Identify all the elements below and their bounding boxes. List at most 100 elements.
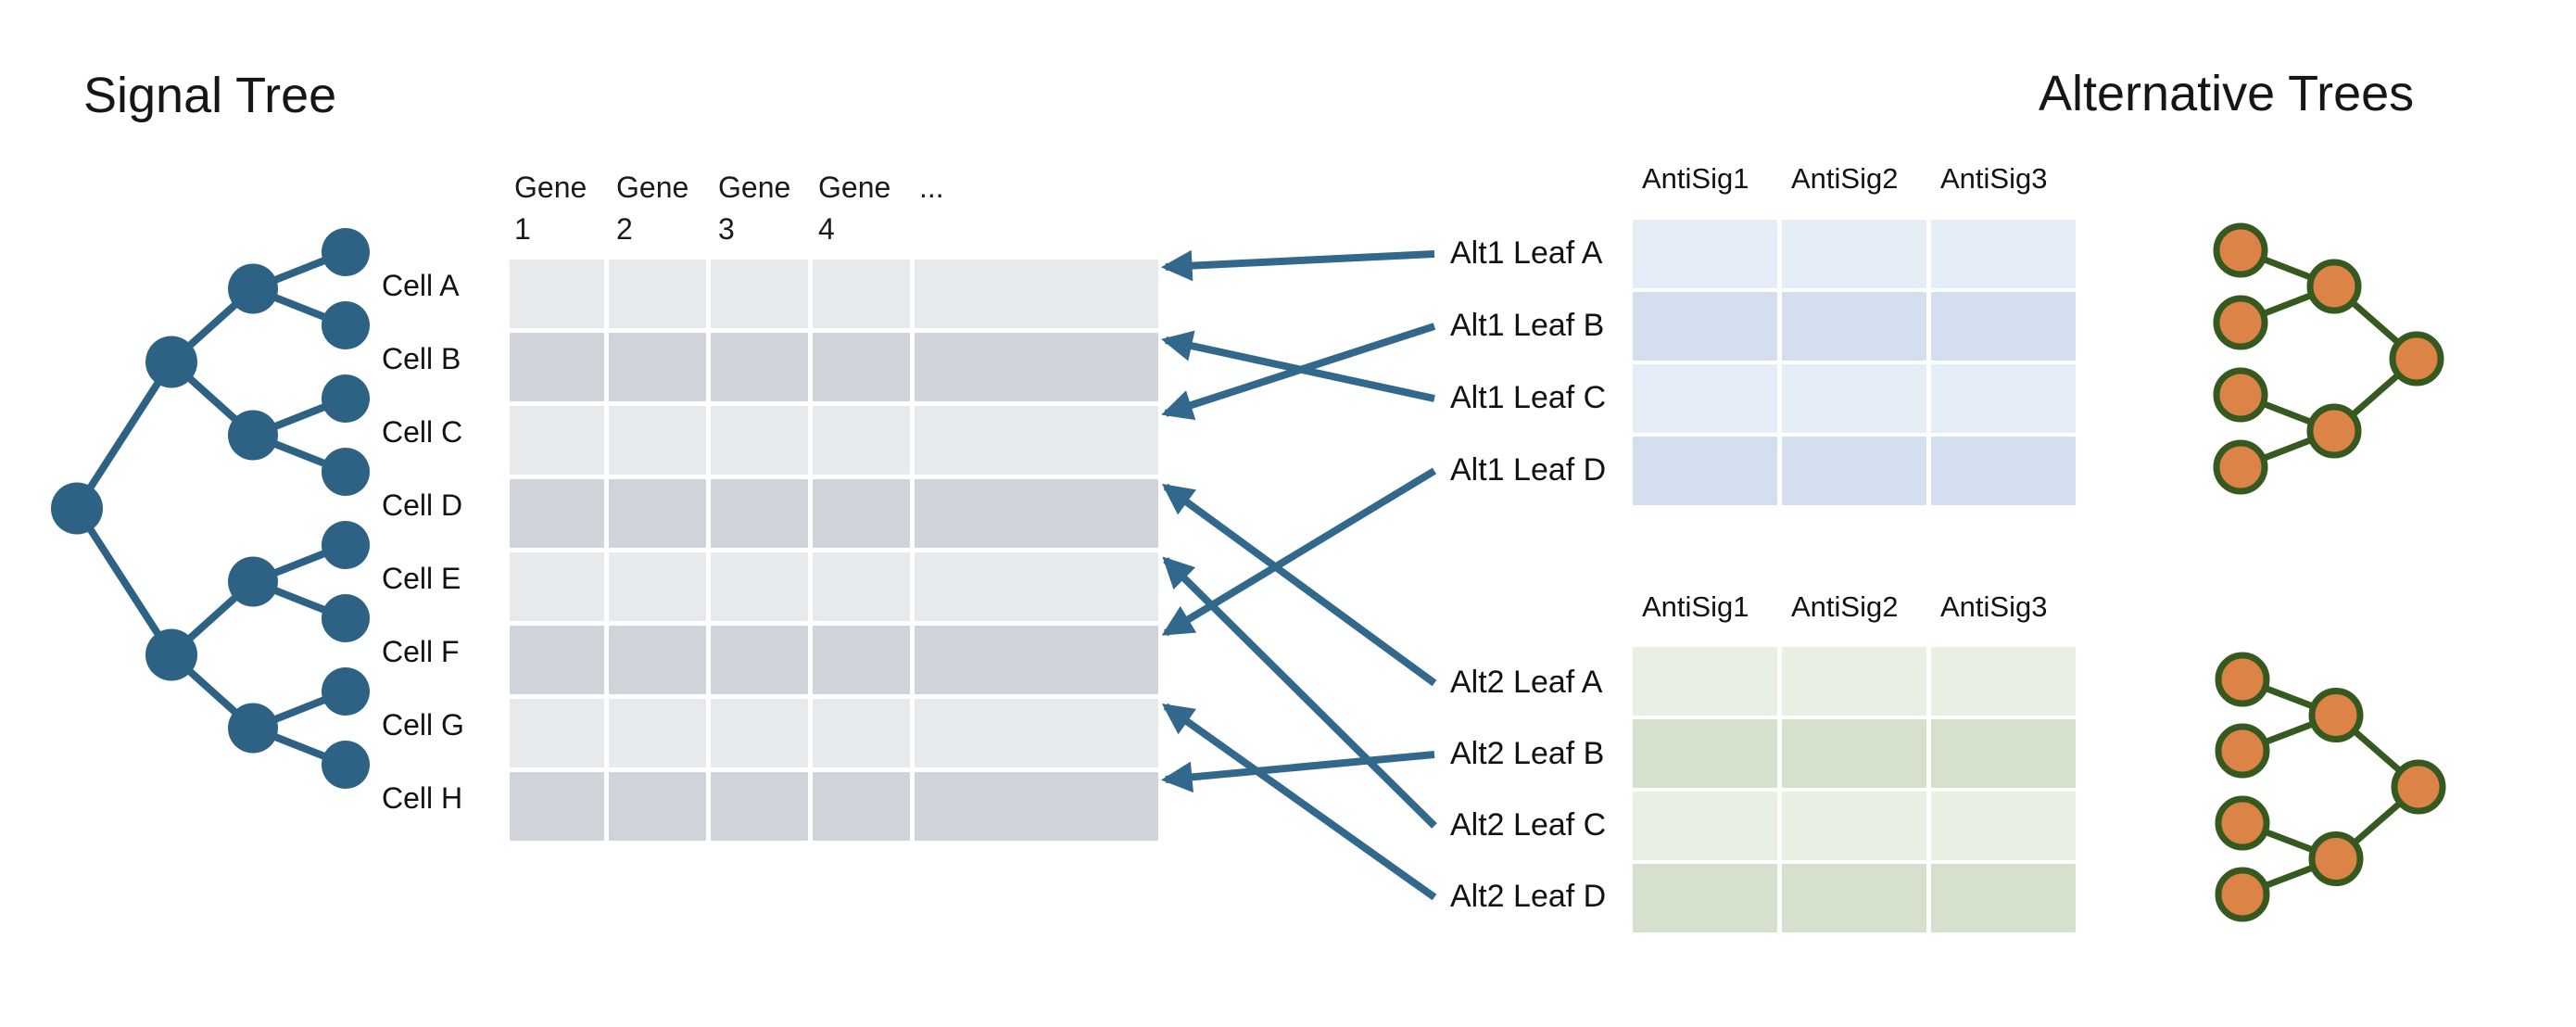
mapping-arrow-alt2-leaf-d [1161,703,1437,901]
gene-column-header: ... [919,171,944,204]
matrix-cell [609,699,706,767]
alt1-leaf-label: Alt1 Leaf C [1450,380,1607,415]
matrix-cell [813,333,910,401]
alt1-leaf-label: Alt1 Leaf B [1450,308,1605,343]
matrix-cell [915,260,1158,328]
cell-label: Cell H [382,781,463,815]
alt-tree-node [2215,723,2270,779]
alt-tree-node [2213,439,2268,495]
matrix-cell [915,333,1158,401]
antisig-column-header: AntiSig3 [1940,162,2048,195]
alt2-antisig-table [1633,647,2076,932]
matrix-cell [711,406,808,475]
alt-tree-node [2215,867,2270,922]
alt-tree-node [2213,367,2268,423]
alt2-leaf-label: Alt2 Leaf D [1450,879,1607,914]
cell-label: Cell C [382,415,463,449]
matrix-cell [915,626,1158,694]
alt1-tree-diagram [2213,222,2444,495]
alt-tree-node [2215,795,2270,851]
alt-tree-node [2389,331,2444,387]
cell-label: Cell G [382,708,464,742]
antisig-column-header: AntiSig2 [1791,162,1899,195]
signal-tree-leaf-node [322,521,370,569]
matrix-cell [510,260,604,328]
signal-tree-leaf-node [322,448,370,496]
signal-tree-internal-node [228,263,278,314]
antisig-table-cell [1931,719,2076,788]
signal-tree-edge [73,360,175,511]
signal-tree-diagram [51,228,370,789]
alt2-leaf-label: Alt2 Leaf B [1450,736,1605,771]
alt-tree-node [2213,295,2268,350]
cell-label: Cell D [382,488,463,522]
matrix-cell [510,479,604,548]
signal-tree-leaf-node [322,374,370,423]
antisig-table-cell [1633,292,1777,361]
mapping-arrow-alt1-leaf-d [1161,467,1437,637]
matrix-cell [915,699,1158,767]
gene-column-header: Gene 2 [616,171,689,246]
gene-column-header: Gene 3 [718,171,791,246]
antisig-table-cell [1633,437,1777,505]
antisig-column-header: AntiSig3 [1940,590,2048,623]
alt-tree-node [2306,403,2362,459]
signal-tree-internal-node [228,703,278,754]
alt2-leaf-label: Alt2 Leaf A [1450,665,1603,700]
antisig-table-cell [1931,364,2076,433]
antisig-table-cell [1931,647,2076,716]
signal-tree-internal-node [228,410,278,461]
mapping-arrow-alt2-leaf-c [1162,556,1437,829]
antisig-table-cell [1633,864,1777,932]
antisig-column-header: AntiSig1 [1642,162,1749,195]
antisig-table-cell [1782,364,1926,433]
mapping-arrow-alt1-leaf-a [1160,249,1435,282]
alt-tree-node [2308,831,2364,886]
matrix-cell [609,772,706,841]
matrix-cell [711,479,808,548]
matrix-cell [510,772,604,841]
signal-tree-internal-node [228,556,278,607]
alt2-tree-diagram [2215,652,2446,922]
signal-tree-leaf-node [322,594,370,642]
matrix-cell [510,406,604,475]
matrix-cell [609,552,706,621]
matrix-cell [915,479,1158,548]
alternative-trees-title: Alternative Trees [2039,66,2415,121]
matrix-cell [510,552,604,621]
matrix-cell [711,699,808,767]
matrix-cell [813,479,910,548]
antisig-column-header: AntiSig1 [1642,590,1749,623]
alt2-leaf-label: Alt2 Leaf C [1450,807,1607,843]
gene-expression-matrix [510,260,1158,841]
matrix-cell [609,479,706,548]
antisig-table-cell [1782,220,1926,288]
matrix-cell [609,406,706,475]
antisig-table-cell [1633,719,1777,788]
antisig-table-cell [1931,792,2076,860]
antisig-table-cell [1931,864,2076,932]
gene-column-header: Gene 1 [514,171,587,246]
matrix-cell [510,626,604,694]
matrix-cell [813,406,910,475]
alt1-leaf-label: Alt1 Leaf D [1450,452,1607,488]
antisig-table-cell [1931,292,2076,361]
cell-label: Cell B [382,342,461,375]
signal-tree-leaf-node [322,228,370,276]
antisig-table-cell [1782,719,1926,788]
antisig-table-cell [1633,220,1777,288]
antisig-table-cell [1633,647,1777,716]
alt-tree-node [2306,259,2362,314]
matrix-cell [609,260,706,328]
matrix-cell [609,333,706,401]
matrix-cell [711,552,808,621]
alt-tree-node [2215,652,2270,707]
signal-tree-edge [73,506,175,657]
antisig-table-cell [1782,864,1926,932]
antisig-table-cell [1931,437,2076,505]
signal-tree-internal-node [145,628,197,681]
alt-tree-node [2308,688,2364,742]
matrix-cell [813,772,910,841]
matrix-cell [711,333,808,401]
